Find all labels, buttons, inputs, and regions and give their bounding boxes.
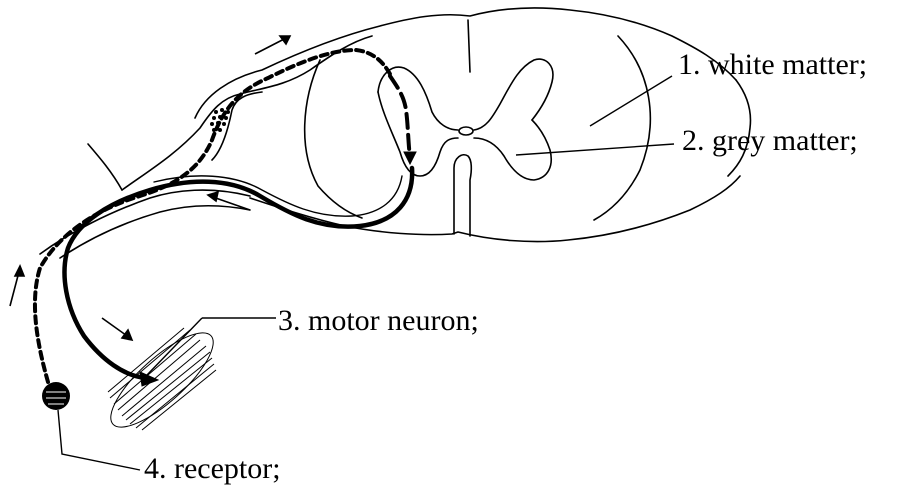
ventral-root-inner xyxy=(60,206,250,258)
label-receptor: 4. receptor; xyxy=(144,452,281,485)
leader-line-grey-matter xyxy=(516,144,674,155)
white-matter-boundary-left xyxy=(305,60,362,218)
leader-lines xyxy=(58,76,674,470)
interneuron-arrowhead xyxy=(404,152,416,164)
motor-neuron-pathway xyxy=(65,168,413,378)
receptor-ending xyxy=(42,382,70,410)
white-matter-boundary-right xyxy=(594,36,650,220)
label-white-matter: 1. white matter; xyxy=(678,48,867,81)
arrow-sensory-up-icon xyxy=(10,266,24,306)
arrow-motor-down-icon xyxy=(102,318,132,340)
posterior-median-septum xyxy=(468,20,470,72)
dorsal-root-ganglion-outline xyxy=(122,36,372,190)
spinal-cord-outline-top xyxy=(195,8,736,118)
grey-matter-left-ventral-horn xyxy=(378,92,458,176)
spinal-cord-section xyxy=(40,8,750,258)
leader-line-motor-neuron-diag xyxy=(146,318,202,376)
grey-matter-right-ventral-horn xyxy=(474,120,551,180)
receptor-icon xyxy=(42,382,70,410)
label-grey-matter: 2. grey matter; xyxy=(682,124,858,157)
spinal-cord-outline-bottom xyxy=(250,176,740,242)
muscle-effector xyxy=(98,319,226,440)
label-motor-neuron: 3. motor neuron; xyxy=(278,304,479,337)
interneuron-pathway xyxy=(390,76,410,158)
anterior-median-fissure xyxy=(454,155,471,236)
leader-line-white-matter xyxy=(590,76,672,126)
grey-matter-butterfly xyxy=(378,36,650,220)
grey-matter-right-dorsal-horn xyxy=(474,59,553,130)
arrow-dorsal-up-icon xyxy=(255,36,290,54)
central-canal xyxy=(459,127,473,135)
dorsal-root-outline-upper xyxy=(88,144,122,190)
